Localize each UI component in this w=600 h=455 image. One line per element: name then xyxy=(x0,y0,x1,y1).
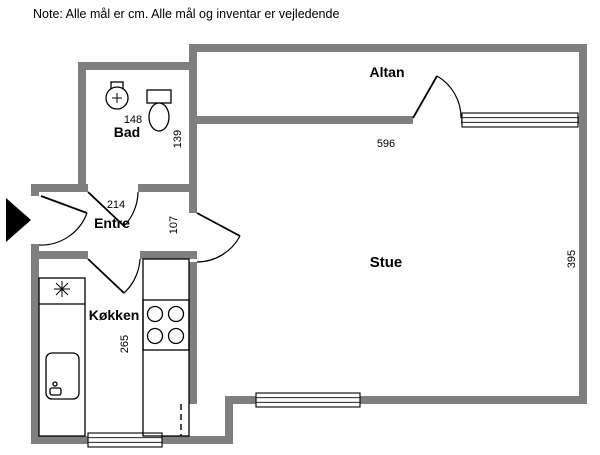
door-leaf xyxy=(87,191,125,227)
balcony-door xyxy=(412,75,462,119)
bathroom-door xyxy=(87,191,139,227)
wall-segment xyxy=(579,44,587,404)
dimension-bad-depth: 139 xyxy=(172,130,184,148)
dimension-kokken-depth: 265 xyxy=(119,335,131,353)
kitchen-counter-right xyxy=(142,258,190,437)
kitchen-sink-icon xyxy=(45,352,80,400)
counter-outline xyxy=(38,277,86,437)
door-swing-arc xyxy=(38,212,88,246)
wall-segment xyxy=(78,62,86,192)
kitchen-counter-left xyxy=(38,277,86,437)
window-balcony xyxy=(461,112,579,128)
stove-outline xyxy=(142,299,190,351)
room-label-entre: Entre xyxy=(94,215,130,231)
wall-segment xyxy=(138,184,197,192)
door-swing-arc xyxy=(123,258,141,294)
door-leaf xyxy=(412,75,438,119)
wall-segment xyxy=(225,396,233,444)
dimension-entre-depth: 107 xyxy=(168,216,180,234)
wall-segment xyxy=(31,184,39,196)
stove-burner xyxy=(146,327,164,345)
entrance-arrow-icon xyxy=(6,198,31,242)
toilet-icon xyxy=(146,89,172,132)
door-swing-arc xyxy=(196,235,241,263)
room-label-stue: Stue xyxy=(370,254,403,271)
wall-segment xyxy=(140,251,197,259)
wall-segment xyxy=(197,116,413,124)
room-label-kokken: Køkken xyxy=(89,307,140,323)
note-text: Note: Alle mål er cm. Alle mål og invent… xyxy=(33,7,339,21)
window-frame xyxy=(255,392,361,408)
wall-segment xyxy=(31,251,88,259)
room-label-altan: Altan xyxy=(370,64,405,80)
wall-segment xyxy=(31,244,39,444)
stove-burner xyxy=(167,327,185,345)
sink-tap-dot xyxy=(52,381,58,387)
toilet-tank xyxy=(146,89,172,104)
wall-segment xyxy=(225,396,587,404)
door-swing-arc xyxy=(436,75,462,119)
stove-burner xyxy=(146,305,164,323)
toilet-bowl xyxy=(148,102,170,132)
living-room-door xyxy=(196,212,241,263)
door-leaf xyxy=(196,212,241,237)
window-living-room xyxy=(255,392,361,408)
door-swing-arc xyxy=(123,191,139,227)
dimension-stue-depth: 395 xyxy=(566,250,578,268)
star-symbol-icon xyxy=(54,281,70,297)
door-leaf xyxy=(87,258,125,294)
dimension-entre-width: 214 xyxy=(107,199,125,211)
window-frame xyxy=(461,112,579,128)
stove-icon xyxy=(142,299,190,351)
sink-tap xyxy=(49,387,62,396)
counter-outline xyxy=(142,258,190,437)
window-kitchen xyxy=(87,432,163,448)
wall-segment xyxy=(78,62,197,70)
window-frame xyxy=(87,432,163,448)
wall-segment xyxy=(189,44,197,213)
stove-burner xyxy=(167,305,185,323)
dimension-bad-width: 148 xyxy=(124,114,142,126)
wall-segment xyxy=(189,262,197,404)
door-leaf xyxy=(40,195,88,214)
wall-segment xyxy=(189,44,587,52)
walls xyxy=(31,44,587,444)
wall-segment xyxy=(31,184,88,192)
room-label-bad: Bad xyxy=(114,124,140,140)
dimension-stue-width: 596 xyxy=(377,138,395,150)
washbasin-icon xyxy=(105,81,129,110)
front-door xyxy=(38,195,88,246)
kitchen-door xyxy=(87,258,141,294)
